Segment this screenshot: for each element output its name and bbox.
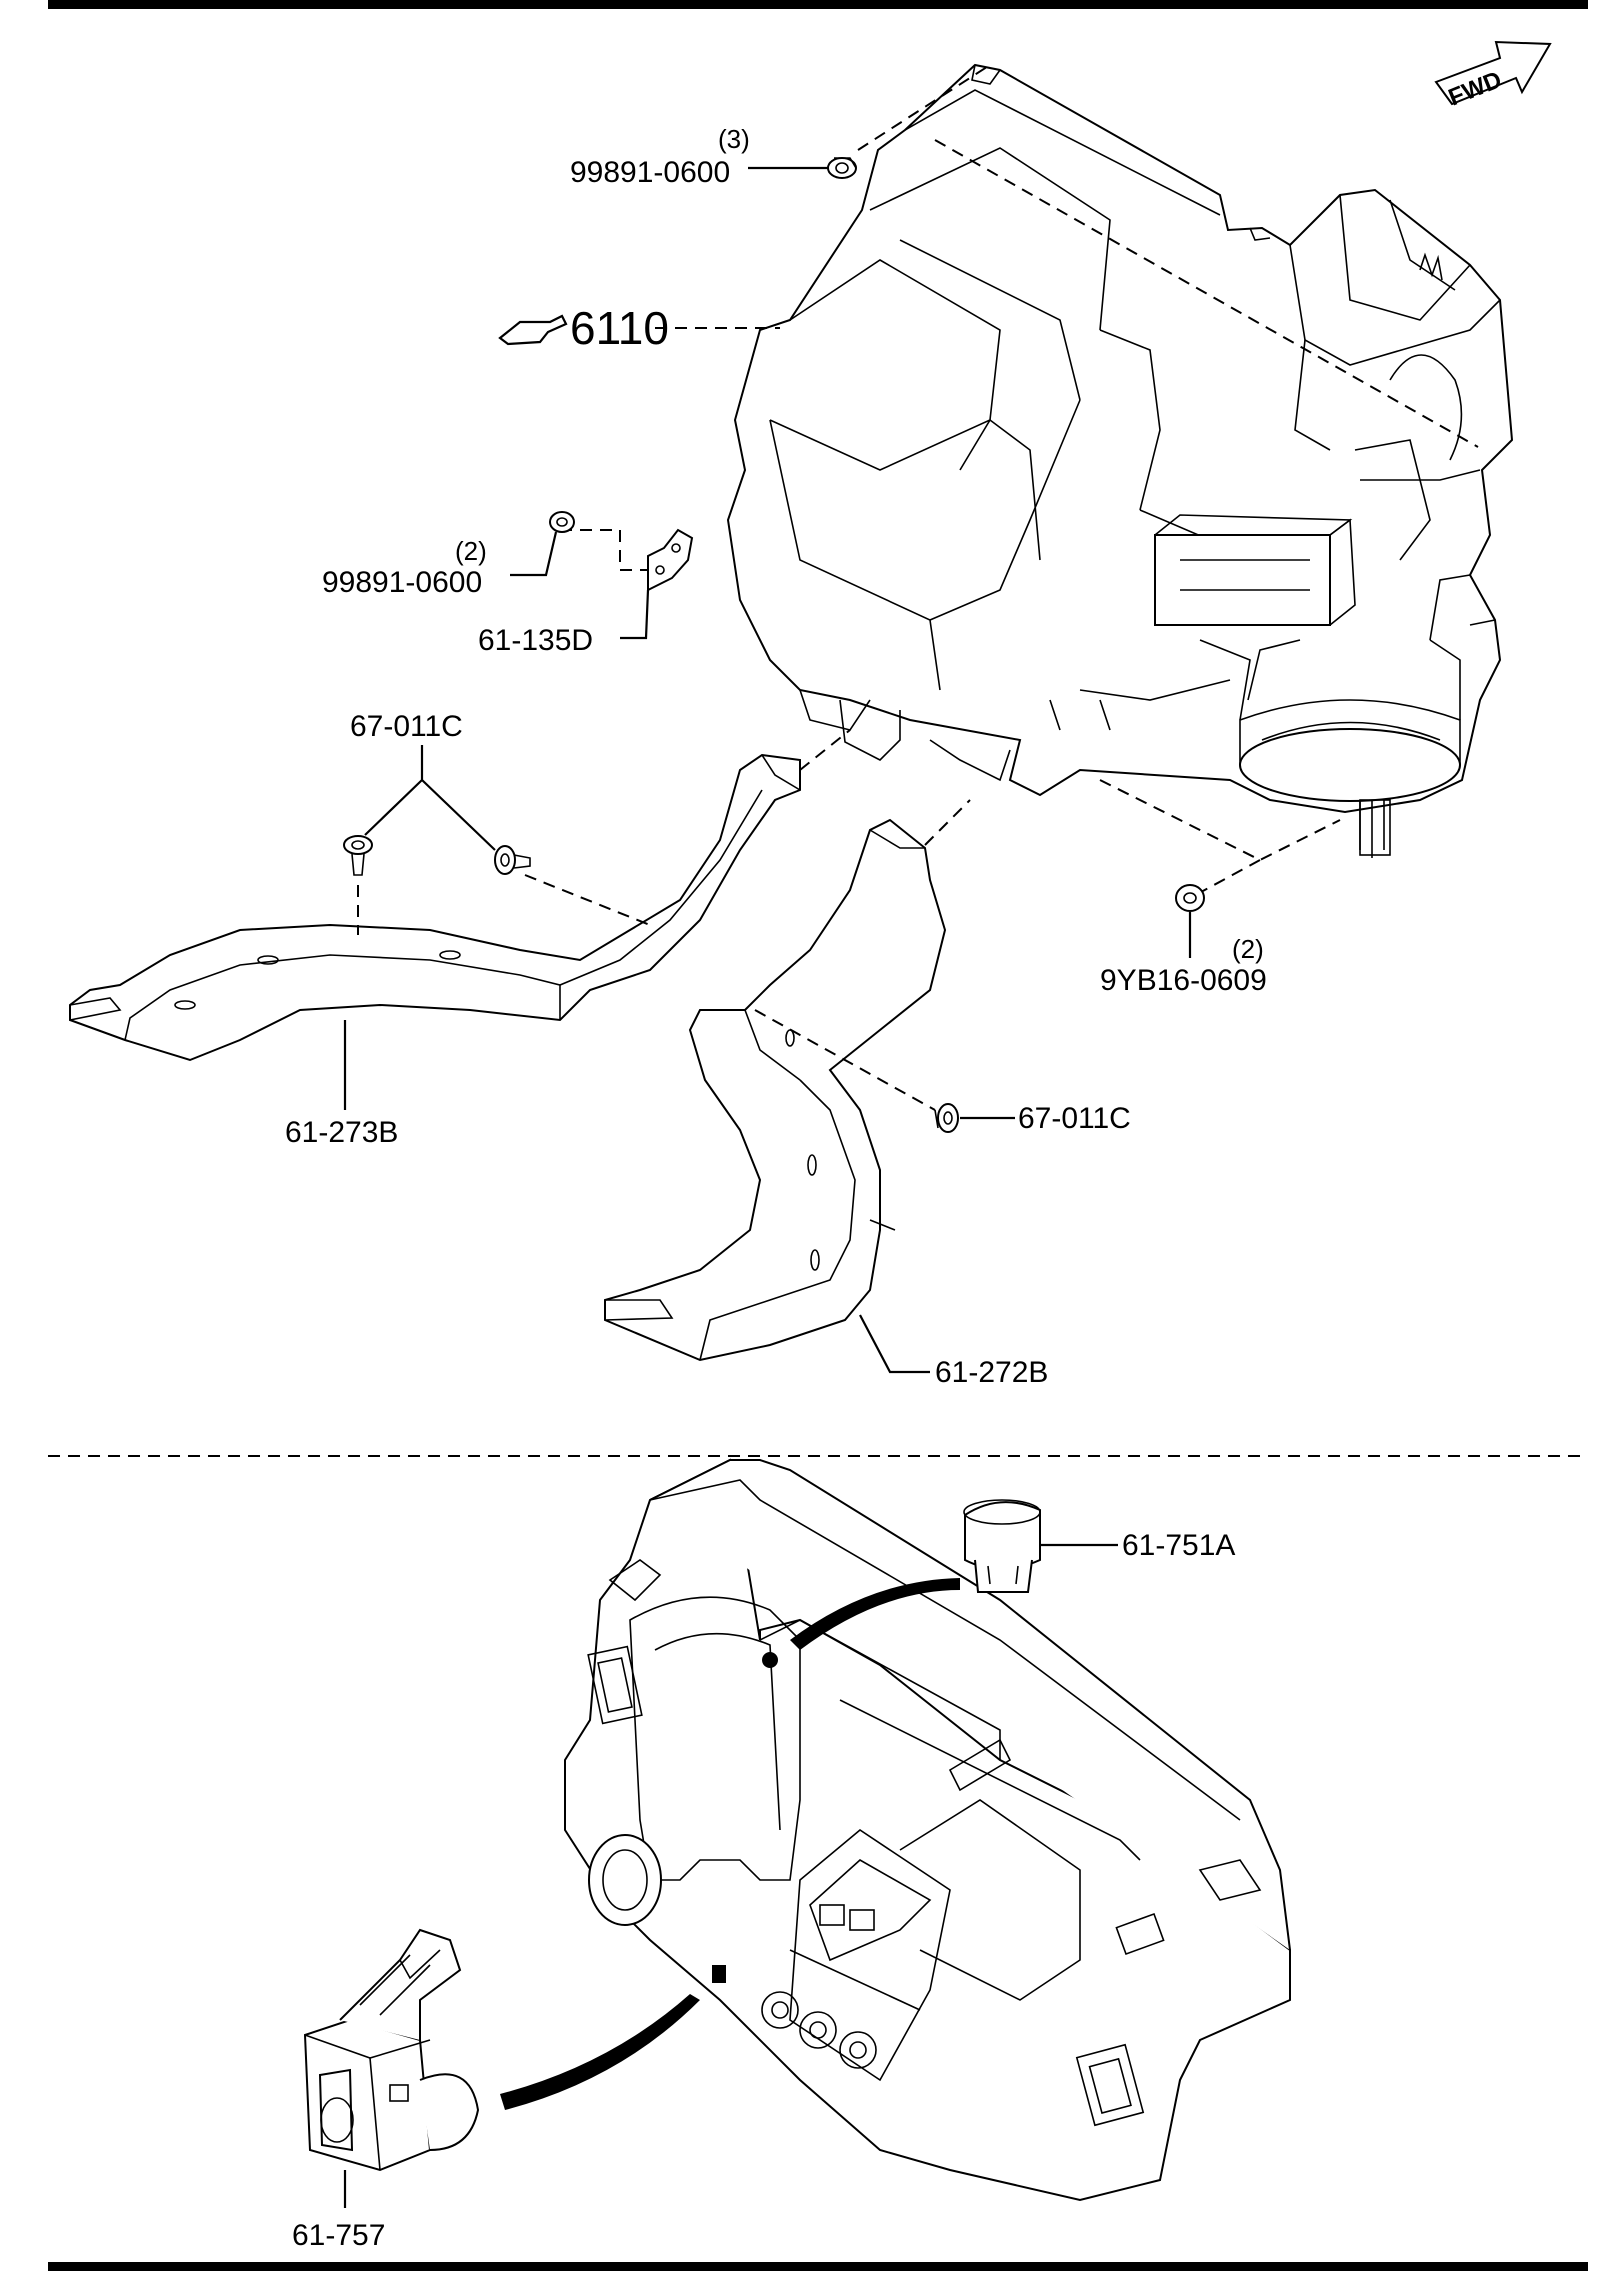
callout-nut-top-qty: (3) xyxy=(718,124,750,154)
sensor-part-icon xyxy=(963,1499,1041,1593)
callout-duct-left-part: 61-273B xyxy=(285,1116,398,1149)
leader-duct-right-unit xyxy=(924,799,971,846)
leader-duct-left-unit xyxy=(799,729,851,771)
callout-duct-right-part: 61-272B xyxy=(935,1356,1048,1389)
callout-sensor-top-part: 61-751A xyxy=(1122,1529,1235,1562)
clip-right-icon xyxy=(494,845,531,875)
callout-clip-single-part: 67-011C xyxy=(1018,1102,1131,1135)
bracket-icon xyxy=(647,528,694,592)
pointer-arrow-sensor xyxy=(790,1578,960,1650)
bottom-border xyxy=(48,2262,1588,2271)
switch-part-icon xyxy=(303,1928,480,2172)
pointing-hand-icon xyxy=(498,314,568,346)
nut-left-icon xyxy=(549,511,575,533)
top-border xyxy=(48,0,1588,9)
clip-left-icon xyxy=(343,835,373,876)
callout-bracket-part: 61-135D xyxy=(478,624,593,657)
leader-top-to-blower xyxy=(934,139,1479,448)
callout-screw-part: 9YB16-0609 xyxy=(1100,964,1267,997)
callout-line-clip-pair xyxy=(364,745,496,851)
screw-icon xyxy=(1175,884,1205,912)
leader-clip-to-duct xyxy=(524,874,651,926)
heater-unit-drawing xyxy=(726,63,1514,858)
callout-nut-left-qty: (2) xyxy=(455,536,487,566)
clip-single-icon xyxy=(934,1103,959,1133)
callout-line-nut-left xyxy=(510,531,558,577)
leader-clip-single xyxy=(754,1009,936,1111)
fwd-arrow-icon: FWD xyxy=(1434,40,1552,112)
callout-nut-left-part: 99891-0600 xyxy=(322,566,482,599)
pointer-arrow-switch xyxy=(500,1994,700,2110)
switch-location-mark xyxy=(712,1965,726,1983)
duct-left-drawing xyxy=(69,753,801,1062)
nut-top-icon xyxy=(827,157,857,179)
callout-unit-part: 6110 xyxy=(570,302,669,354)
callout-switch-part: 61-757 xyxy=(292,2219,385,2252)
duct-right-drawing xyxy=(604,818,947,1362)
callout-clip-pair-part: 67-011C xyxy=(350,710,463,743)
callout-nut-top-part: 99891-0600 xyxy=(570,156,730,189)
sensor-location-dot xyxy=(762,1652,778,1668)
leader-nut-top xyxy=(857,64,991,151)
callout-line-bracket xyxy=(620,589,650,640)
callout-line-duct-right xyxy=(859,1314,930,1374)
dashboard-drawing xyxy=(564,1458,1291,2202)
callout-screw-qty: (2) xyxy=(1232,934,1264,964)
